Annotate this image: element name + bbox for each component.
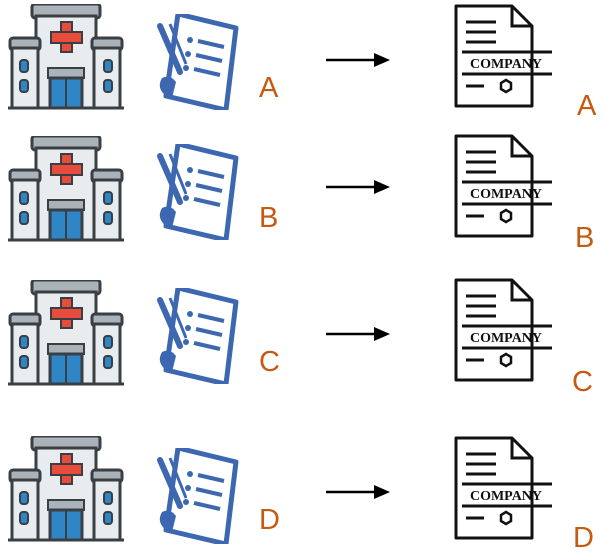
right-arrow-icon xyxy=(326,180,390,194)
left-label: D xyxy=(259,504,280,536)
checklist-icon xyxy=(157,288,239,384)
right-label: A xyxy=(577,90,597,122)
right-label: C xyxy=(572,366,593,398)
right-label: B xyxy=(575,222,595,254)
flow-row-d: D COMPANY D xyxy=(0,432,605,554)
right-arrow-icon xyxy=(326,485,390,499)
hospital-icon xyxy=(8,4,124,110)
flow-row-a: A COMPANY A xyxy=(0,0,605,122)
company-certificate-icon: COMPANY xyxy=(454,4,552,108)
checklist-icon xyxy=(157,448,239,544)
right-label: D xyxy=(573,522,594,554)
company-certificate-icon: COMPANY xyxy=(454,278,552,382)
left-label: A xyxy=(259,72,279,104)
checklist-icon xyxy=(157,144,239,240)
certificate-text: COMPANY xyxy=(470,489,542,504)
hospital-icon xyxy=(8,436,124,542)
certificate-text: COMPANY xyxy=(470,331,542,346)
flow-row-c: C COMPANY C xyxy=(0,278,605,398)
right-arrow-icon xyxy=(326,327,390,341)
hospital-icon xyxy=(8,136,124,242)
certificate-text: COMPANY xyxy=(470,187,542,202)
hospital-icon xyxy=(8,280,124,386)
company-certificate-icon: COMPANY xyxy=(454,134,552,238)
right-arrow-icon xyxy=(326,53,390,67)
company-certificate-icon: COMPANY xyxy=(454,436,552,540)
left-label: B xyxy=(259,202,279,234)
certificate-text: COMPANY xyxy=(470,57,542,72)
flow-row-b: B COMPANY B xyxy=(0,132,605,254)
left-label: C xyxy=(259,346,280,378)
checklist-icon xyxy=(157,14,239,110)
